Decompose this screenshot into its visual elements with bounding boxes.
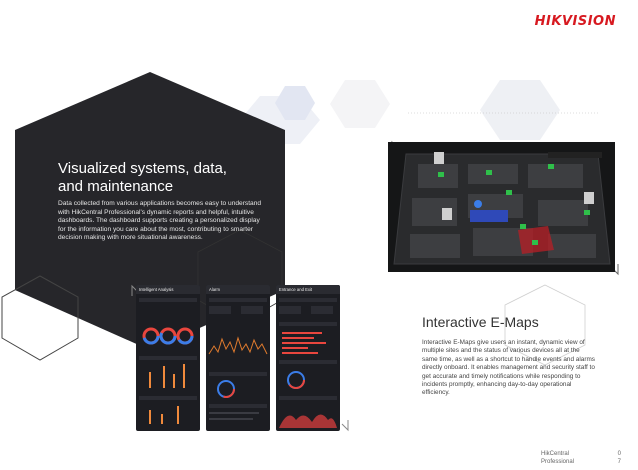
panel-title: Intelligent Analysis (136, 285, 200, 294)
hero-title: Visualized systems, data, and maintenanc… (58, 160, 227, 195)
outline-hex (1, 275, 79, 361)
emap-illustration (388, 142, 615, 272)
panel-graphics (208, 298, 268, 420)
footer-product-line1: HikCentral (541, 451, 570, 457)
corner-bracket (341, 420, 349, 432)
light-hex (275, 86, 315, 120)
hikvision-logo: HIKVISION (535, 14, 616, 29)
emap-graphics (393, 152, 611, 265)
dashboard-panel-alarm: Alarm (206, 285, 270, 431)
page-number-digit: 0 (617, 451, 621, 457)
panel-title: Alarm (206, 285, 270, 294)
dark-hex (15, 72, 285, 350)
panel-graphics (279, 298, 337, 428)
page-footer: HikCentral 0 Professional 7 (541, 450, 621, 466)
outline-hex (504, 284, 586, 366)
panel-title: Entrance and Exit (276, 285, 340, 294)
page-number-digit: 7 (617, 459, 621, 465)
dashboard-panel-intelligent-analysis: Intelligent Analysis (136, 285, 200, 431)
light-hex (480, 80, 560, 140)
emaps-title: Interactive E-Maps (422, 314, 539, 330)
emaps-body: Interactive E-Maps give users an instant… (422, 339, 595, 397)
hero-body: Data collected from various applications… (58, 200, 262, 242)
dashboard-panel-entrance-exit: Entrance and Exit (276, 285, 340, 431)
light-hex (330, 80, 390, 128)
panel-graphics (139, 298, 197, 424)
footer-product-line2: Professional (541, 459, 575, 465)
logo-text: HIKVISION (534, 14, 616, 29)
